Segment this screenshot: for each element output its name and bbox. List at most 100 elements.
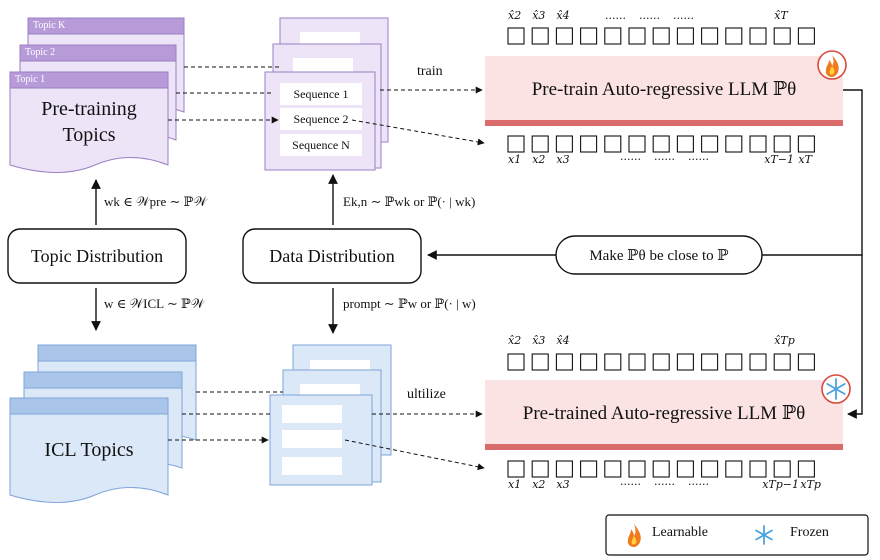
icl-input-tokens-square [580,460,598,478]
prompt2-to-output-dash [344,439,485,471]
pretrain-output-tokens-square [797,27,815,45]
bottom-icl-token-label: xTp−1 [762,478,799,491]
close-to-pretrained-arrow [847,255,863,419]
pretrain-input-tokens-square [725,135,743,153]
pretrain-input-tokens-square [628,135,646,153]
icl-output-tokens-square [604,353,622,371]
icl-output-tokens-square [507,353,525,371]
sequence-docs [264,17,389,171]
w-formula-label: w ∈ 𝒲ICL ∼ ℙ𝒲 [104,296,205,311]
bottom-token-dots: ...... [688,150,709,163]
pretrain-input-tokens-square [701,135,719,153]
prompt-docs [269,344,392,486]
icl-output-tokens-square [773,353,791,371]
pretrain-input-tokens-square [773,135,791,153]
top-token-label: x̂T [774,9,788,22]
sequence-2-label: Sequence 2 [293,111,349,126]
pretrain-output-tokens-square [652,27,670,45]
icl-output-tokens-square [676,353,694,371]
pretrain-output-tokens-square [531,27,549,45]
flame-icon [817,50,847,80]
bottom-icl-token-label: x3 [556,478,570,491]
pretrain-output-tokens-square [580,27,598,45]
icl-input-tokens-square [555,460,573,478]
icl-input-tokens-square [628,460,646,478]
legend-flame-icon [627,524,641,547]
pretrain-output-tokens-square [725,27,743,45]
legend-box [605,514,869,556]
icl-output-tokens-square [725,353,743,371]
topic-distribution-label: Topic Distribution [30,245,164,266]
bottom-token-label: x1 [508,153,522,166]
bottom-token-label: xT [798,153,812,166]
pretraining-topic-docs [9,17,185,173]
top-token-label: x̂2 [508,9,522,22]
icl-topic-docs [9,344,197,503]
pretrain-output-tokens-square [749,27,767,45]
top-token-dots: ...... [673,9,694,22]
top-icl-token-label: x̂4 [556,334,570,347]
legend-snowflake-icon [755,525,773,545]
pretrained-llm-label: Pre-trained Auto-regressive LLM ℙθ [522,402,806,424]
icl-input-tokens-square [652,460,670,478]
pretrain-llm-box [485,56,843,126]
bottom-icl-token-dots: ...... [654,475,675,488]
e-formula-label: Ek,n ∼ ℙwk or ℙ(· | wk) [343,194,476,209]
bottom-token-label: xT−1 [764,153,794,166]
icl-topics-title: ICL Topics [44,438,134,461]
pretrain-output-tokens-square [676,27,694,45]
pretrain-input-tokens-square [676,135,694,153]
sequence-n-label: Sequence N [292,137,350,152]
pretrain-input-tokens-square [507,135,525,153]
utilize-label: ultilize [407,387,446,402]
legend-frozen-label: Frozen [790,525,829,540]
top-icl-token-label: x̂Tp [774,334,795,347]
icl-output-tokens-square [652,353,670,371]
topic-2-tab: Topic 2 [25,47,56,58]
topic-1-doc [9,71,169,173]
icl-output-tokens-square [628,353,646,371]
seq2-to-output-dash [351,119,485,146]
pretrain-input-tokens-square [797,135,815,153]
icl-output-tokens-square [531,353,549,371]
pretraining-topics-title: Pre-training Topics [41,98,137,146]
bottom-token-dots: ...... [620,150,641,163]
bottom-token-label: x2 [532,153,546,166]
icl-input-tokens-square [773,460,791,478]
make-close-label: Make ℙθ be close to ℙ [589,247,729,264]
icl-output-tokens-square [580,353,598,371]
icl-input-tokens-square [725,460,743,478]
pretrain-input-tokens-square [580,135,598,153]
pretrain-output-tokens-square [701,27,719,45]
pretrain-output-tokens-square [773,27,791,45]
bottom-icl-token-label: x1 [508,478,522,491]
pretrain-input-tokens-square [749,135,767,153]
icl-input-tokens-square [701,460,719,478]
pretrain-input-tokens-square [652,135,670,153]
pretrain-llm-label: Pre-train Auto-regressive LLM ℙθ [531,78,797,100]
bottom-icl-token-dots: ...... [688,475,709,488]
prompt-formula-label: prompt ∼ ℙw or ℙ(· | w) [343,296,476,311]
icl-output-tokens-square [555,353,573,371]
bottom-token-dots: ...... [654,150,675,163]
top-token-dots: ...... [605,9,626,22]
bottom-icl-token-dots: ...... [620,475,641,488]
data-distribution-label: Data Distribution [269,245,395,266]
icl-input-tokens-square [604,460,622,478]
sequence-1-label: Sequence 1 [293,86,349,101]
icl-input-tokens-square [531,460,549,478]
pretrain-output-tokens-square [507,27,525,45]
icl-output-tokens-square [797,353,815,371]
pretrain-input-tokens-square [531,135,549,153]
snowflake-icon [821,374,851,404]
icl-input-tokens-square [507,460,525,478]
icl-input-tokens-square [797,460,815,478]
topic-k-tab: Topic K [33,20,66,31]
top-icl-token-label: x̂3 [532,334,546,347]
bottom-icl-token-label: xTp [800,478,821,491]
legend-learnable-label: Learnable [652,525,708,540]
icl-input-tokens-square [676,460,694,478]
llm-to-close-connector [762,89,863,256]
bottom-icl-token-label: x2 [532,478,546,491]
